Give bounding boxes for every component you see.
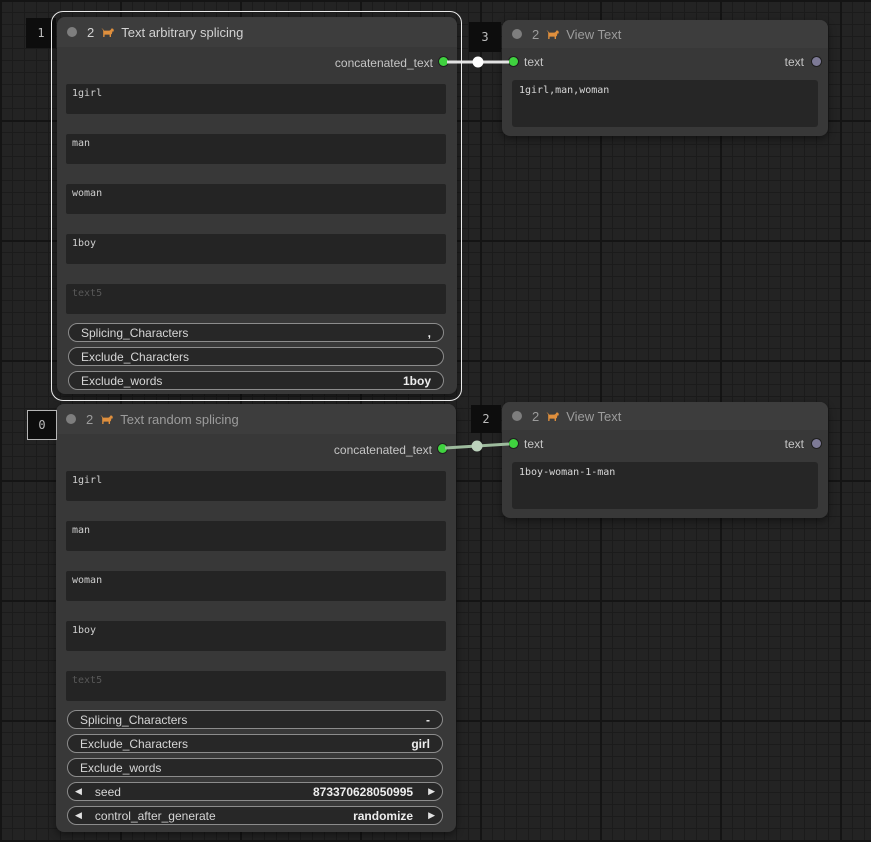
- output-slot-label: concatenated_text: [333, 443, 432, 457]
- text-field-1[interactable]: 1girl: [66, 471, 446, 501]
- collapse-dot-icon[interactable]: [67, 27, 77, 37]
- collapse-dot-icon[interactable]: [512, 411, 522, 421]
- dog-icon: [546, 411, 560, 421]
- node-title-text: Text random splicing: [120, 411, 239, 427]
- text-field-2[interactable]: man: [66, 134, 446, 164]
- widget-seed[interactable]: ◀ seed 873370628050995 ▶: [67, 782, 443, 801]
- widget-value: girl: [411, 736, 430, 751]
- node-text-random-splicing[interactable]: 2 Text random splicing concatenated_text…: [56, 404, 456, 832]
- widget-value: 1boy: [402, 373, 431, 388]
- widget-exclude-words[interactable]: Exclude_words 1boy: [68, 371, 444, 390]
- widget-label: control_after_generate: [94, 808, 216, 823]
- collapse-dot-icon[interactable]: [512, 29, 522, 39]
- node-id-badge: 0: [27, 410, 57, 440]
- widget-label: Exclude_words: [80, 760, 162, 775]
- node-title-bar[interactable]: 2 Text arbitrary splicing: [57, 17, 457, 47]
- text-field-5[interactable]: text5: [66, 284, 446, 314]
- output-slot-label: text: [784, 55, 804, 69]
- node-title-prefix: 2: [87, 24, 95, 40]
- widget-label: Splicing_Characters: [80, 712, 188, 727]
- link-midpoint-dot[interactable]: [471, 440, 483, 452]
- widget-label: Exclude_words: [81, 373, 163, 388]
- widget-label: Exclude_Characters: [81, 349, 190, 364]
- input-port-dot[interactable]: [509, 57, 518, 66]
- node-text-arbitrary-splicing[interactable]: 2 Text arbitrary splicing concatenated_t…: [57, 17, 457, 394]
- input-slot-label: text: [524, 55, 544, 69]
- output-port-dot[interactable]: [812, 439, 821, 448]
- text-field-2[interactable]: man: [66, 521, 446, 551]
- output-port-dot[interactable]: [812, 57, 821, 66]
- node-id-badge: 2: [471, 405, 501, 433]
- widget-exclude-characters[interactable]: Exclude_Characters girl: [67, 734, 443, 753]
- text-field-3[interactable]: woman: [66, 571, 446, 601]
- output-slot-label: concatenated_text: [334, 56, 433, 70]
- link-midpoint-dot[interactable]: [472, 56, 484, 68]
- view-text-output[interactable]: 1girl,man,woman: [512, 80, 818, 127]
- output-port-dot[interactable]: [439, 57, 448, 66]
- node-title-text: View Text: [566, 408, 622, 424]
- text-field-1[interactable]: 1girl: [66, 84, 446, 114]
- output-slot-label: text: [784, 437, 804, 451]
- input-slot-label: text: [524, 437, 544, 451]
- node-title-bar[interactable]: 2 Text random splicing: [56, 404, 456, 434]
- text-field-4[interactable]: 1boy: [66, 621, 446, 651]
- node-title-text: Text arbitrary splicing: [121, 24, 244, 40]
- widget-value: 873370628050995: [312, 784, 414, 799]
- dog-icon: [100, 414, 114, 424]
- decrement-arrow-icon[interactable]: ◀: [75, 810, 82, 820]
- node-title-bar[interactable]: 2 View Text: [502, 402, 828, 430]
- widget-value: -: [426, 712, 430, 727]
- node-view-text-top[interactable]: 2 View Text text text 1girl,man,woman: [502, 20, 828, 136]
- widget-value: randomize: [353, 808, 414, 823]
- node-title-prefix: 2: [532, 26, 540, 42]
- widget-splicing-characters[interactable]: Splicing_Characters -: [67, 710, 443, 729]
- decrement-arrow-icon[interactable]: ◀: [75, 786, 82, 796]
- increment-arrow-icon[interactable]: ▶: [428, 786, 435, 796]
- output-port-dot[interactable]: [438, 444, 447, 453]
- text-field-3[interactable]: woman: [66, 184, 446, 214]
- node-view-text-bottom[interactable]: 2 View Text text text 1boy-woman-1-man: [502, 402, 828, 518]
- widget-label: Splicing_Characters: [81, 325, 189, 340]
- view-text-output[interactable]: 1boy-woman-1-man: [512, 462, 818, 509]
- widget-control-after-generate[interactable]: ◀ control_after_generate randomize ▶: [67, 806, 443, 825]
- node-title-text: View Text: [566, 26, 622, 42]
- collapse-dot-icon[interactable]: [66, 414, 76, 424]
- input-port-dot[interactable]: [509, 439, 518, 448]
- node-title-prefix: 2: [532, 408, 540, 424]
- node-id-badge: 1: [26, 18, 56, 48]
- widget-splicing-characters[interactable]: Splicing_Characters ,: [68, 323, 444, 342]
- node-title-prefix: 2: [86, 411, 94, 427]
- widget-exclude-words[interactable]: Exclude_words: [67, 758, 443, 777]
- text-field-4[interactable]: 1boy: [66, 234, 446, 264]
- node-title-bar[interactable]: 2 View Text: [502, 20, 828, 48]
- dog-icon: [101, 27, 115, 37]
- node-id-badge: 3: [469, 22, 501, 52]
- dog-icon: [546, 29, 560, 39]
- text-field-5[interactable]: text5: [66, 671, 446, 701]
- widget-value: ,: [427, 325, 431, 340]
- widget-label: Exclude_Characters: [80, 736, 189, 751]
- widget-label: seed: [94, 784, 121, 799]
- increment-arrow-icon[interactable]: ▶: [428, 810, 435, 820]
- widget-exclude-characters[interactable]: Exclude_Characters: [68, 347, 444, 366]
